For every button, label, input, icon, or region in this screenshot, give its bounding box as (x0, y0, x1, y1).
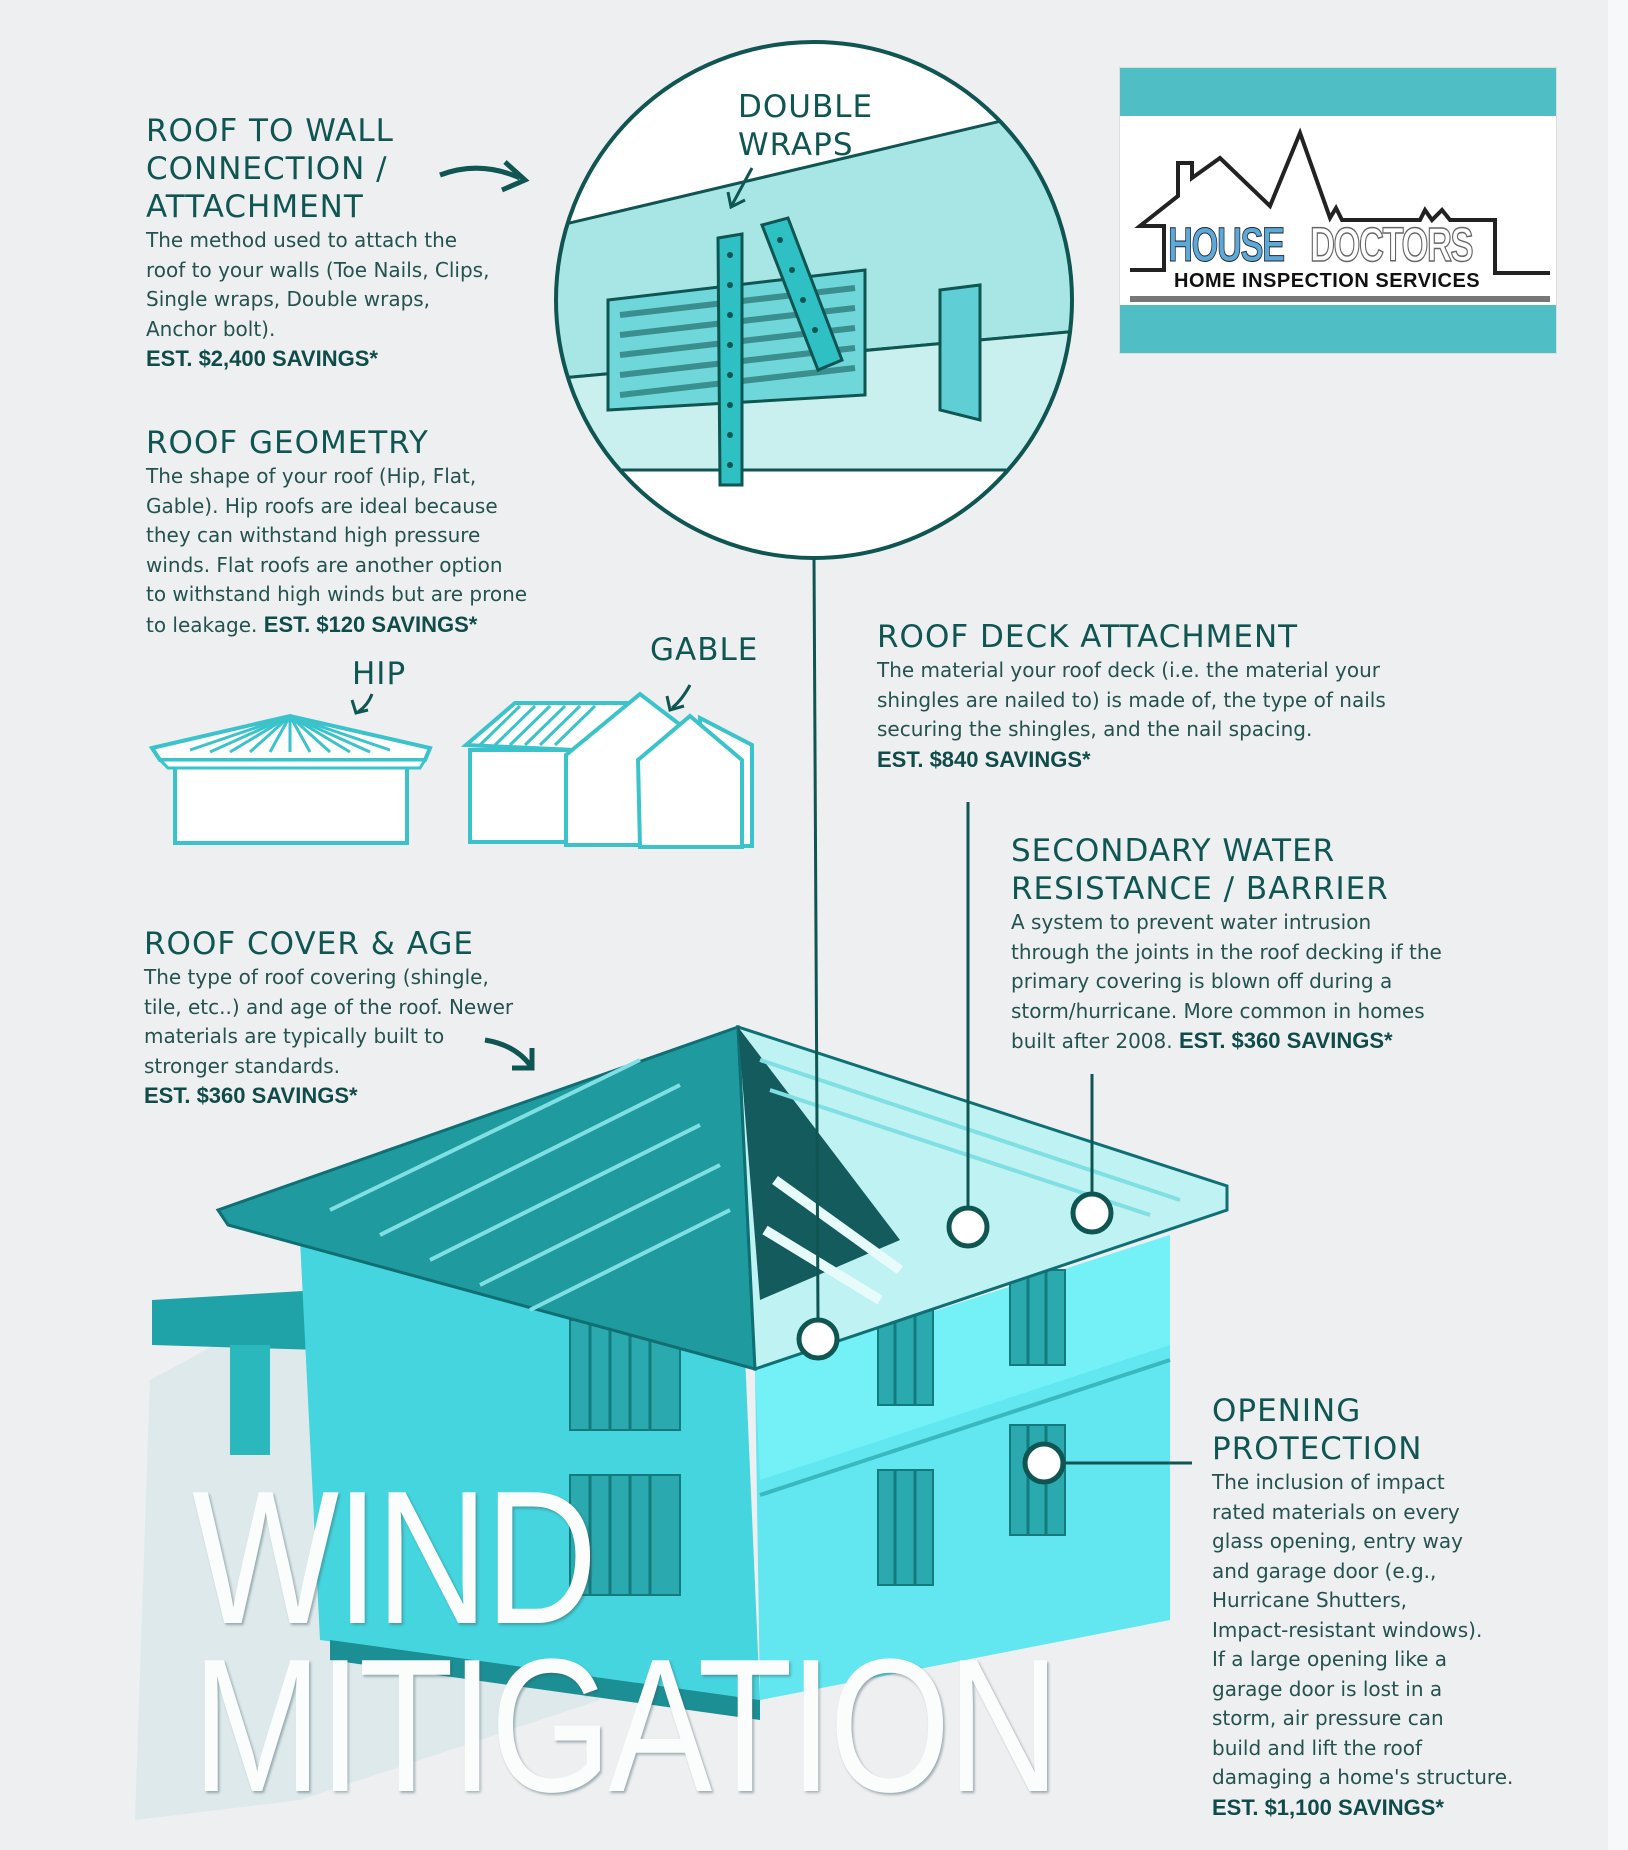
arrow-icon (439, 165, 522, 181)
body-line: roof to your walls (Toe Nails, Clips, (146, 257, 490, 282)
body-line: Anchor bolt). (146, 316, 276, 341)
body-line: Hurricane Shutters, (1212, 1588, 1407, 1612)
body-line: to withstand high winds but are prone (146, 582, 528, 606)
body-line: If a large opening like a (1212, 1647, 1448, 1671)
body-line: and garage door (e.g., (1212, 1558, 1437, 1583)
savings-estimate: EST. $120 SAVINGS* (263, 611, 478, 637)
body-line: through the joints in the roof decking i… (1011, 939, 1442, 964)
body-line: shingles are nailed to) is made of, the … (877, 687, 1386, 712)
savings-estimate: EST. $360 SAVINGS* (144, 1083, 358, 1108)
section-body: The inclusion of impact rated materials … (1212, 1468, 1513, 1822)
section-secondary-water: SECONDARY WATER RESISTANCE / BARRIER A s… (1011, 832, 1442, 1057)
body-line: build and lift the roof (1212, 1735, 1422, 1760)
body-line: built after 2008. (1011, 1029, 1173, 1053)
house-doctors-logo: HOUSE DOCTORS HOME INSPECTION SERVICES (1119, 67, 1557, 354)
body-line: to leakage. (146, 612, 258, 637)
savings-estimate: EST. $2,400 SAVINGS* (146, 346, 378, 371)
body-line: glass opening, entry way (1212, 1529, 1463, 1553)
body-line: materials are typically built to (144, 1024, 445, 1048)
hip-label: HIP (352, 656, 407, 692)
title-line: ROOF TO WALL (146, 113, 394, 149)
body-line: The inclusion of impact (1212, 1470, 1445, 1494)
label-line: DOUBLE (738, 89, 874, 125)
title-line: SECONDARY WATER (1011, 833, 1336, 869)
arrowhead-icon (501, 160, 530, 193)
page-edge (1608, 0, 1628, 1850)
marker-roof-deck[interactable] (946, 1205, 990, 1249)
section-roof-geometry: ROOF GEOMETRY The shape of your roof (Hi… (146, 424, 527, 640)
logo-brand-house: HOUSE (1168, 219, 1286, 273)
double-wraps-detail-circle (554, 40, 1074, 560)
savings-estimate: EST. $360 SAVINGS* (1178, 1028, 1393, 1053)
title-line: RESISTANCE / BARRIER (1011, 871, 1389, 907)
section-title: OPENING PROTECTION (1212, 1392, 1513, 1468)
section-title: ROOF TO WALL CONNECTION / ATTACHMENT (146, 112, 489, 226)
marker-secondary-water[interactable] (1070, 1191, 1114, 1235)
section-roof-cover: ROOF COVER & AGE The type of roof coveri… (144, 925, 513, 1111)
double-wraps-label: DOUBLE WRAPS (738, 88, 873, 164)
section-opening-protection: OPENING PROTECTION The inclusion of impa… (1212, 1392, 1513, 1822)
body-line: winds. Flat roofs are another option (146, 552, 503, 577)
section-roof-deck: ROOF DECK ATTACHMENT The material your r… (877, 618, 1386, 774)
arrow-icon (484, 1037, 532, 1067)
savings-estimate: EST. $1,100 SAVINGS* (1212, 1794, 1444, 1820)
section-body: The material your roof deck (i.e. the ma… (877, 656, 1386, 774)
marker-opening-protection[interactable] (1022, 1441, 1066, 1485)
hip-roof-illustration (148, 693, 433, 845)
section-roof-to-wall: ROOF TO WALL CONNECTION / ATTACHMENT The… (146, 112, 489, 374)
section-title: ROOF GEOMETRY (146, 425, 429, 461)
gable-label: GABLE (650, 632, 759, 668)
logo-bottom-band (1120, 305, 1556, 353)
title-line: CONNECTION / (146, 151, 388, 187)
section-body: The method used to attach the roof to yo… (146, 226, 489, 374)
headline-mitigation: MITIGATION (192, 1620, 1060, 1832)
logo-brand-doctors: DOCTORS (1309, 218, 1474, 273)
body-line: securing the shingles, and the nail spac… (877, 717, 1313, 741)
savings-estimate: EST. $840 SAVINGS* (877, 746, 1091, 772)
section-title: ROOF DECK ATTACHMENT (877, 619, 1299, 655)
body-line: The type of roof covering (shingle, (144, 965, 489, 989)
body-line: rated materials on every (1212, 1499, 1460, 1524)
logo-house-outline-icon (1130, 127, 1550, 302)
house-illustration (135, 1024, 1229, 1820)
body-line: Single wraps, Double wraps, (146, 287, 431, 311)
body-line: storm, air pressure can (1212, 1706, 1444, 1730)
section-body: A system to prevent water intrusion thro… (1011, 908, 1442, 1057)
body-line: primary covering is blown off during a (1011, 969, 1393, 993)
title-line: ATTACHMENT (146, 189, 364, 225)
headline-wind: WIND (192, 1452, 598, 1664)
body-line: The material your roof deck (i.e. the ma… (877, 658, 1381, 682)
arrowhead-icon (512, 1048, 535, 1071)
section-body: The type of roof covering (shingle, tile… (144, 963, 513, 1111)
body-line: storm/hurricane. More common in homes (1011, 998, 1425, 1023)
section-body: The shape of your roof (Hip, Flat, Gable… (146, 462, 527, 640)
body-line: damaging a home's structure. (1212, 1765, 1514, 1789)
leader-lines (812, 557, 1192, 1465)
gable-roof-illustration (460, 684, 754, 849)
section-title: SECONDARY WATER RESISTANCE / BARRIER (1011, 832, 1442, 908)
body-line: Gable). Hip roofs are ideal because (146, 493, 498, 518)
body-line: tile, etc..) and age of the roof. Newer (144, 994, 514, 1019)
title-line: PROTECTION (1212, 1431, 1423, 1467)
body-line: garage door is lost in a (1212, 1676, 1443, 1701)
marker-roof-to-wall[interactable] (796, 1317, 840, 1361)
title-line: OPENING (1212, 1393, 1362, 1429)
body-line: The shape of your roof (Hip, Flat, (146, 464, 477, 488)
logo-tagline: HOME INSPECTION SERVICES (1174, 270, 1481, 292)
section-title: ROOF COVER & AGE (144, 926, 475, 962)
logo-top-band (1120, 68, 1556, 116)
body-line: Impact-resistant windows). (1212, 1617, 1483, 1642)
body-line: stronger standards. (144, 1053, 341, 1078)
body-line: The method used to attach the (146, 228, 458, 252)
label-line: WRAPS (738, 127, 854, 163)
body-line: they can withstand high pressure (146, 523, 481, 547)
body-line: A system to prevent water intrusion (1011, 910, 1372, 934)
